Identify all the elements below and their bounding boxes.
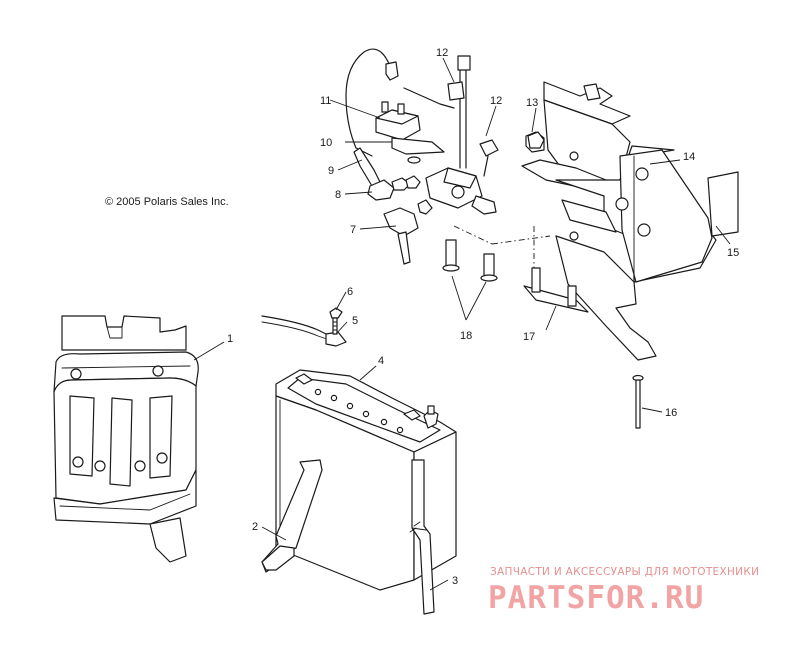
relay-assembly	[345, 48, 455, 187]
callout-18: 18	[460, 330, 472, 342]
callout-9: 9	[328, 165, 334, 177]
vent-tube	[409, 459, 435, 615]
callout-6: 6	[347, 286, 353, 298]
callout-3: 3	[452, 575, 458, 587]
alignment-line	[491, 235, 551, 245]
callout-8: 8	[335, 189, 341, 201]
callout-2: 2	[252, 521, 258, 533]
callout-11: 11	[320, 95, 331, 107]
mounting-bracket	[521, 81, 739, 429]
callout-12-right: 12	[490, 95, 502, 107]
callout-17: 17	[523, 331, 535, 343]
callout-7: 7	[350, 224, 356, 236]
callout-15: 15	[727, 247, 739, 259]
battery-cable-bolt	[261, 307, 347, 347]
alignment-line	[453, 225, 493, 245]
leader-lines	[193, 57, 731, 591]
battery-strap	[261, 459, 323, 573]
copyright-text: © 2005 Polaris Sales Inc.	[105, 196, 229, 208]
watermark: ЗАПЧАСТИ И АКСЕССУАРЫ ДЛЯ МОТОТЕХНИКИ PA…	[488, 566, 759, 616]
callout-4: 4	[378, 355, 384, 367]
callout-14: 14	[683, 151, 695, 163]
watermark-tagline: ЗАПЧАСТИ И АКСЕССУАРЫ ДЛЯ МОТОТЕХНИКИ	[490, 566, 759, 578]
callouts: 1 2 3 4 5 6 7 8 9 10 11 12 12 13 14 15 1…	[227, 47, 739, 587]
callout-16: 16	[665, 407, 677, 419]
callout-5: 5	[352, 315, 358, 327]
starter-solenoid	[367, 55, 499, 282]
battery-box	[53, 315, 199, 563]
watermark-logo: PARTSFOR.RU	[488, 580, 704, 616]
callout-12-top: 12	[436, 47, 448, 59]
callout-13: 13	[526, 97, 538, 109]
callout-1: 1	[227, 333, 233, 345]
callout-10: 10	[320, 137, 332, 149]
